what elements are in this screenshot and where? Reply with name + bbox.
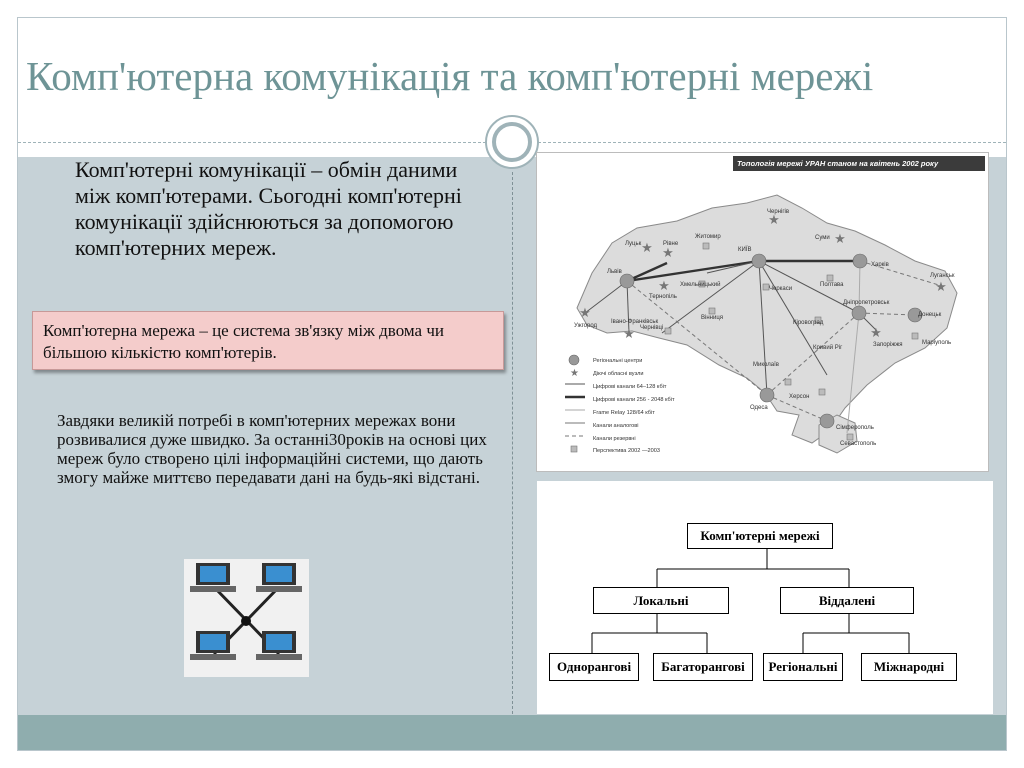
city-node-simferopol <box>819 413 835 429</box>
tree-node-peer: Однорангові <box>549 653 639 681</box>
tree-node-international: Міжнародні <box>861 653 957 681</box>
svg-text:Цифрові канали 64–128 кбіт: Цифрові канали 64–128 кбіт <box>593 384 667 390</box>
star-icon: ★ <box>935 280 947 295</box>
decorative-ring-icon <box>485 115 539 169</box>
city-label: Одеса <box>750 405 768 411</box>
star-icon: ★ <box>834 232 846 247</box>
city-label: Суми <box>815 235 830 241</box>
star-icon: ★ <box>623 327 635 342</box>
computer-network-icon <box>184 559 309 677</box>
intro-paragraph: Комп'ютерні комунікації – обмін даними м… <box>75 157 462 260</box>
star-icon: ★ <box>658 279 670 294</box>
city-label: Маріуполь <box>922 340 951 346</box>
city-label: Львів <box>607 269 622 275</box>
tree-node-local: Локальні <box>593 587 729 614</box>
city-label: Полтава <box>820 282 844 288</box>
map-legend: ★ Регіональні центри Діючі обласні вузли… <box>565 354 675 454</box>
svg-text:Діючі обласні вузли: Діючі обласні вузли <box>593 371 643 377</box>
tree-node-multi: Багаторангові <box>653 653 753 681</box>
svg-text:Регіональні центри: Регіональні центри <box>593 358 642 364</box>
city-label: Луганськ <box>930 273 955 279</box>
city-label: Харків <box>871 262 889 268</box>
city-label: КИЇВ <box>738 246 751 253</box>
svg-text:Цифрові канали 256 - 2048 кбіт: Цифрові канали 256 - 2048 кбіт <box>593 397 675 403</box>
uran-network-map: ★ ★ ★ ★ ★ ★ ★ ★ ★ Чернігів Луцьк Рівне Ж… <box>536 152 989 472</box>
computer-icon <box>190 563 236 592</box>
city-label: Херсон <box>789 394 809 400</box>
footer-band <box>18 715 1006 750</box>
star-icon: ★ <box>579 306 591 321</box>
star-icon: ★ <box>641 241 653 256</box>
city-label: Севастополь <box>840 441 876 447</box>
svg-text:Frame Relay 128/64 кбіт: Frame Relay 128/64 кбіт <box>593 410 655 416</box>
tree-node-root: Комп'ютерні мережі <box>687 523 833 549</box>
city-label: Дніпропетровськ <box>843 300 890 306</box>
history-paragraph: Завдяки великій потребі в комп'ютерних м… <box>57 411 487 487</box>
computer-icon <box>256 563 302 592</box>
computer-icon <box>190 631 236 660</box>
city-label: Хмельницький <box>680 281 720 288</box>
city-label: Вінниця <box>701 315 723 321</box>
city-label: Кривий Ріг <box>813 344 843 351</box>
city-label: Запоріжжя <box>873 342 903 348</box>
city-label: Чернівці <box>640 325 663 331</box>
star-icon: ★ <box>570 368 579 379</box>
city-label: Тернопіль <box>649 294 677 300</box>
ukraine-map-svg: ★ ★ ★ ★ ★ ★ ★ ★ ★ Чернігів Луцьк Рівне Ж… <box>565 194 958 454</box>
city-node-donetsk <box>907 307 923 323</box>
city-label: Черкаси <box>769 286 792 292</box>
city-label: Чернігів <box>767 209 789 215</box>
tree-node-remote: Віддалені <box>780 587 914 614</box>
city-label: Донецьк <box>918 312 942 318</box>
svg-text:Канали аналогові: Канали аналогові <box>593 423 639 429</box>
column-divider <box>512 172 513 714</box>
definition-callout: Комп'ютерна мережа – це система зв'язку … <box>32 311 504 370</box>
star-icon: ★ <box>662 246 674 261</box>
star-icon: ★ <box>870 326 882 341</box>
city-label: Сімферополь <box>836 425 874 431</box>
city-node-lviv <box>619 273 635 289</box>
svg-text:Канали резервні: Канали резервні <box>593 436 636 442</box>
city-label: Житомир <box>695 234 721 240</box>
city-node-kharkiv <box>852 253 868 269</box>
computer-icon <box>256 631 302 660</box>
network-types-diagram: Комп'ютерні мережі Локальні Віддалені Од… <box>537 481 993 714</box>
city-label: Івано-Франківськ <box>611 319 659 325</box>
tree-node-regional: Регіональні <box>763 653 843 681</box>
svg-text:Перспектива 2002 —2003: Перспектива 2002 —2003 <box>593 448 660 454</box>
star-icon: ★ <box>768 213 780 228</box>
slide-title: Комп'ютерна комунікація та комп'ютерні м… <box>26 53 874 99</box>
city-label: Кіровоград <box>793 320 824 326</box>
city-label: Рівне <box>663 241 679 247</box>
city-node-odesa <box>759 387 775 403</box>
city-node-dnipro <box>851 305 867 321</box>
tree-connectors <box>591 549 910 653</box>
city-label: Миколаїв <box>753 362 779 368</box>
city-label: Ужгород <box>574 323 598 329</box>
map-header: Топологія мережі УРАН станом на квітень … <box>733 156 985 171</box>
city-node-kyiv <box>751 253 767 269</box>
city-label: Луцьк <box>625 241 642 247</box>
